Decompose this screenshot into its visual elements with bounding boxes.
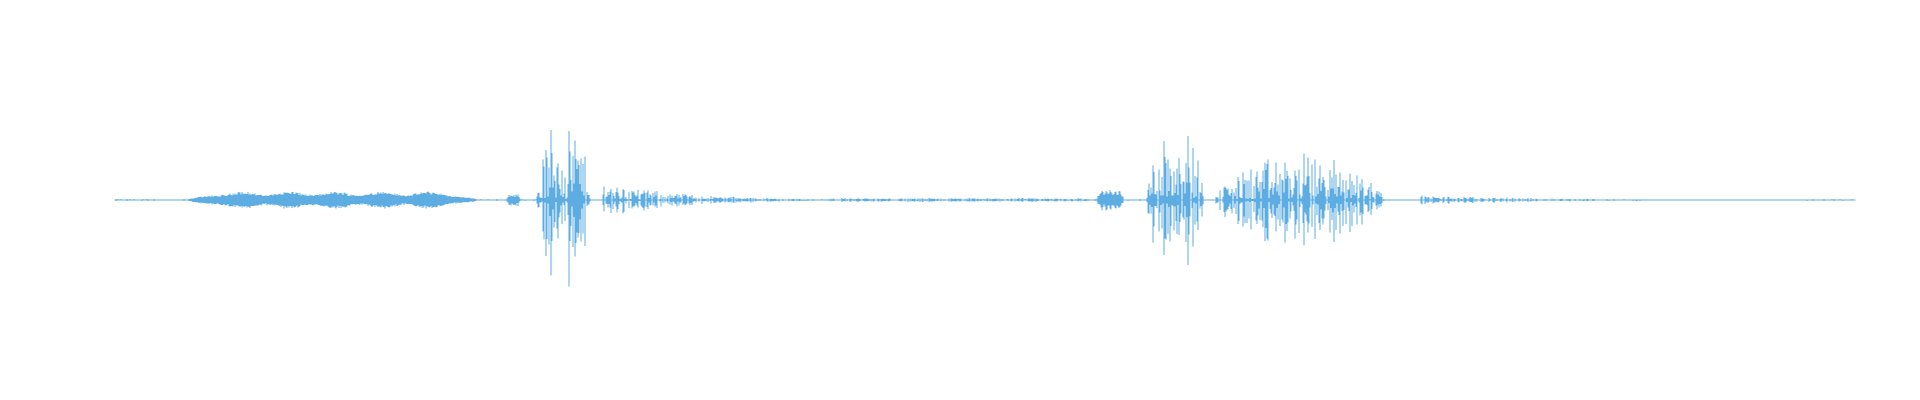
waveform-samples [114,130,1856,287]
